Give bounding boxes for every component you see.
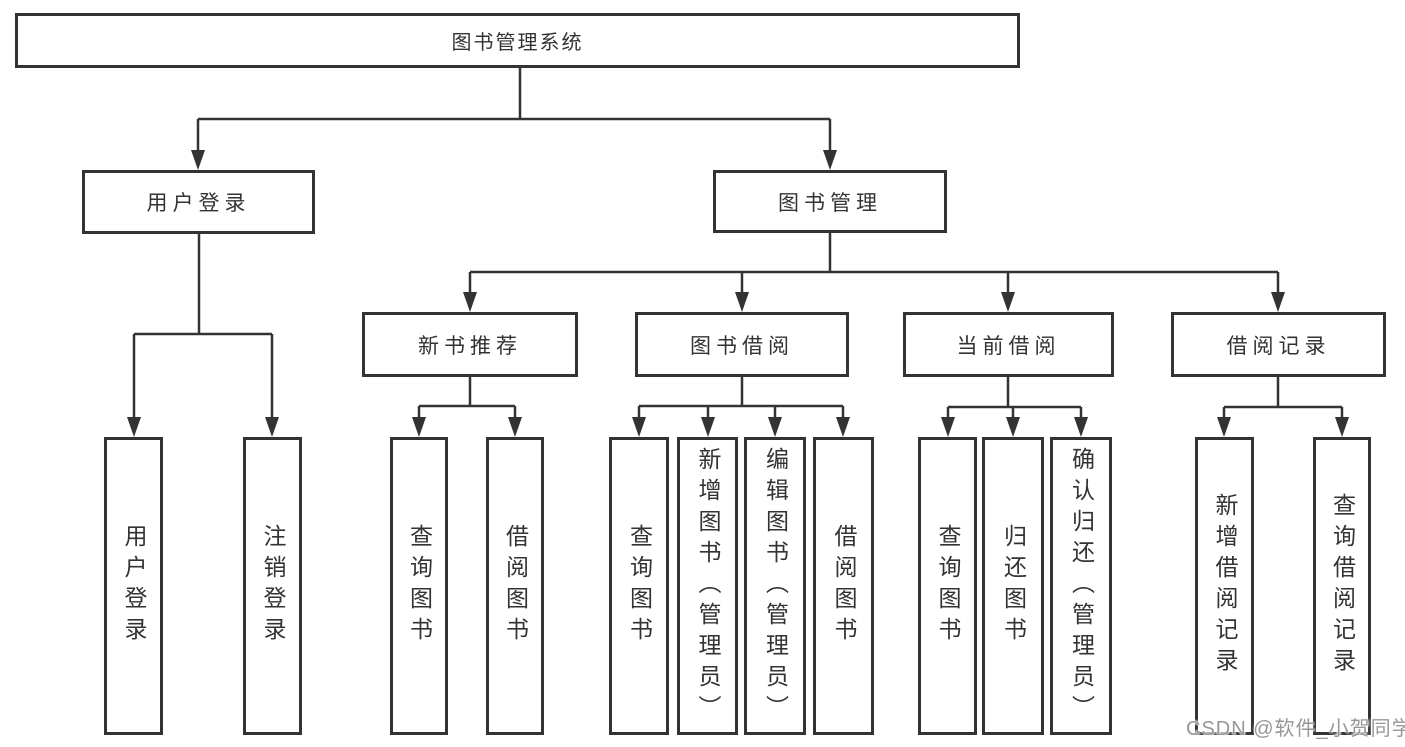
- leaf-query-books-recommend: 查询图书: [390, 437, 448, 735]
- leaf-logout: 注销登录: [243, 437, 302, 735]
- connector-current-leaves: [941, 377, 1088, 437]
- connector-records-leaves: [1217, 377, 1349, 437]
- leaf-user-login: 用户登录: [104, 437, 163, 735]
- node-user-login: 用户登录: [82, 170, 315, 234]
- node-book-borrow: 图书借阅: [635, 312, 849, 377]
- leaf-add-borrow-record: 新增借阅记录: [1195, 437, 1254, 735]
- node-borrow-records: 借阅记录: [1171, 312, 1386, 377]
- node-root-library-system: 图书管理系统: [15, 13, 1020, 68]
- leaf-edit-books-admin: 编辑图书（管理员）: [744, 437, 806, 735]
- leaf-borrow-books-recommend: 借阅图书: [486, 437, 544, 735]
- connector-bookmgmt-to-level3: [463, 233, 1285, 312]
- leaf-query-books-current: 查询图书: [918, 437, 977, 735]
- leaf-borrow-books: 借阅图书: [813, 437, 874, 735]
- leaf-confirm-return-admin: 确认归还（管理员）: [1050, 437, 1112, 735]
- node-current-borrow: 当前借阅: [903, 312, 1114, 377]
- connector-root-to-level2: [191, 68, 837, 170]
- connector-borrow-leaves: [632, 377, 850, 437]
- leaf-query-books-borrow: 查询图书: [609, 437, 669, 735]
- connector-userlogin-leaves: [127, 234, 279, 437]
- node-book-management: 图书管理: [713, 170, 947, 233]
- leaf-query-borrow-record: 查询借阅记录: [1313, 437, 1371, 735]
- leaf-add-books-admin: 新增图书（管理员）: [677, 437, 738, 735]
- leaf-return-books: 归还图书: [982, 437, 1044, 735]
- csdn-watermark: CSDN @软件_小贺同学: [1186, 718, 1405, 740]
- node-new-book-recommend: 新书推荐: [362, 312, 578, 377]
- connector-newbook-leaves: [412, 377, 522, 437]
